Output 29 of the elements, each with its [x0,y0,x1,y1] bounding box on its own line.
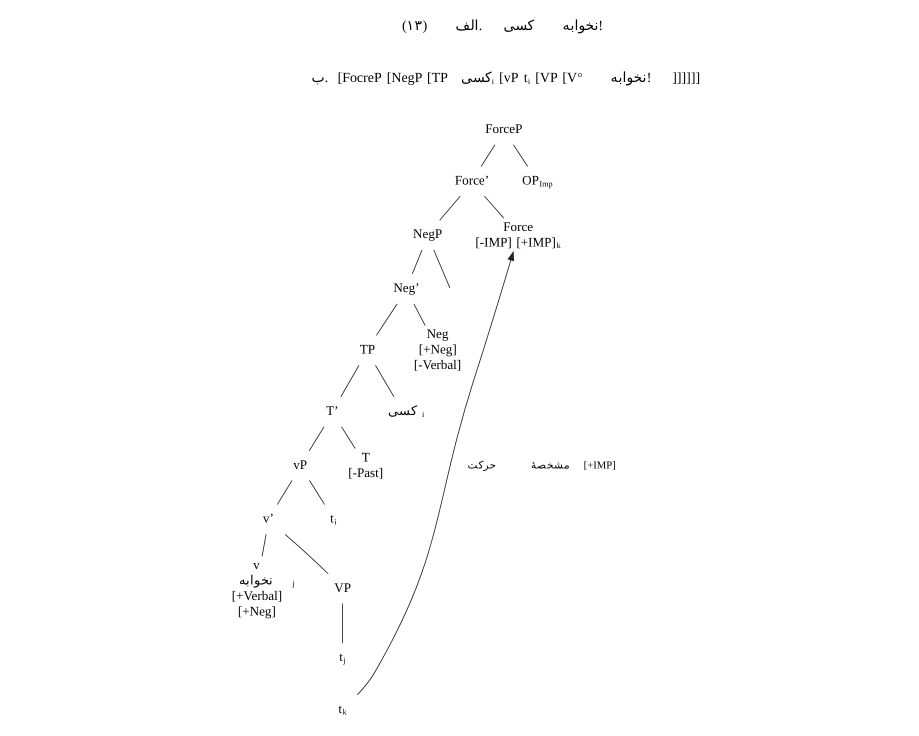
connector [276,480,292,505]
connector [411,249,422,274]
connector [480,144,495,167]
connector [374,364,394,398]
node-text: TP [359,341,375,356]
connector [284,534,328,574]
connector [261,534,266,557]
connector [340,426,356,449]
connector [308,480,325,505]
connector [340,364,359,398]
node-text: Neg [+Neg] [-Verbal] [413,326,461,372]
node-text: v’ [262,510,274,526]
connector [438,196,460,221]
node-text: Neg’ [392,280,420,295]
connector [512,144,528,167]
node-text: Force’ [454,172,489,188]
node-text: vP [292,456,307,472]
node-text: T [-Past] [348,449,383,480]
connector [484,196,504,218]
connector [412,303,426,326]
node-text: VP [334,580,351,595]
node-text: T’ [326,403,338,418]
connector [432,249,450,288]
label: (۱۳) الف. کسی نخوابه! [401,19,602,34]
connector [308,426,324,452]
connector [375,303,398,336]
node-text: NegP [412,226,442,242]
node-text: ForceP [484,120,522,136]
arrow [356,250,514,696]
